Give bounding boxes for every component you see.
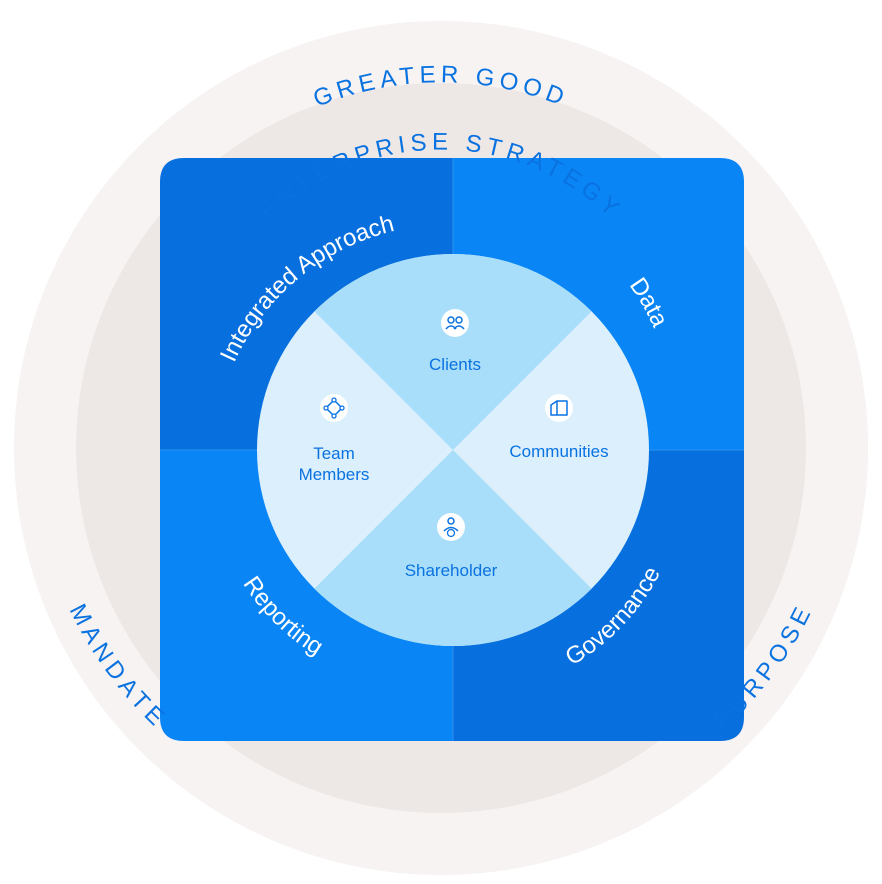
communities-item: Communities [509, 394, 609, 461]
clients-item: Clients [429, 309, 481, 374]
shareholder-item: Shareholder [405, 513, 498, 580]
clients-icon [441, 309, 469, 337]
communities-icon [545, 394, 573, 422]
shareholder-icon [437, 513, 465, 541]
core-circle [257, 253, 649, 647]
clients-label: Clients [429, 355, 481, 374]
team-members-label-line2: Members [299, 465, 370, 484]
shareholder-label: Shareholder [405, 561, 498, 580]
team-members-item: Team Members [299, 394, 370, 484]
communities-label: Communities [509, 442, 608, 461]
core-bottom-wedge [314, 450, 592, 647]
team-members-label-line1: Team [313, 444, 355, 463]
core-top-wedge [314, 253, 592, 450]
team-members-icon [320, 394, 348, 422]
